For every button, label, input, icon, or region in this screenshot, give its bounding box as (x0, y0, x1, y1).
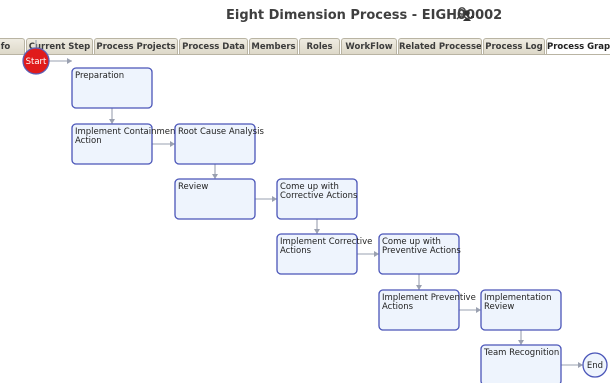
arrowhead-come-up-with-preventive-actions-to-implement-preventive-actions (416, 285, 422, 290)
tab-related-processes[interactable]: Related Processes (398, 38, 482, 55)
process-step-box (480, 344, 562, 383)
end-circle (582, 352, 608, 378)
process-step-box (480, 289, 562, 331)
process-step-label: Implement Corrective (280, 237, 372, 247)
process-step-label: Implement Containment (75, 127, 179, 137)
process-step-label: Actions (280, 246, 312, 256)
arrowhead-come-up-with-corrective-actions-to-implement-corrective-actions (314, 229, 320, 234)
tab-process-log[interactable]: Process Log (483, 38, 545, 55)
tab-process-graph[interactable]: Process Graph (546, 38, 610, 55)
process-step-label: Review (484, 302, 514, 312)
arrowhead-start-to-preparation (67, 58, 72, 64)
process-step-box (378, 289, 460, 331)
process-step-box (174, 178, 256, 220)
page-header: Eight Dimension Process - EIGH00002 (0, 0, 610, 34)
process-step-root-cause-analysis[interactable]: Root Cause Analysis (174, 123, 264, 165)
tab-roles[interactable]: Roles (299, 38, 340, 55)
process-step-box (174, 123, 256, 165)
start-label: Start (26, 57, 47, 67)
process-step-label: Root Cause Analysis (178, 127, 264, 137)
process-step-label: Team Recognition (483, 348, 559, 358)
start-circle (22, 47, 50, 75)
arrowhead-team-recognition-to-end (578, 362, 583, 368)
process-step-label: Action (75, 136, 102, 146)
tab-workflow[interactable]: WorkFlow (341, 38, 397, 55)
tab-bar: fo Current Step Process Projects Process… (0, 38, 610, 55)
process-step-box (71, 67, 153, 109)
process-step-team-recognition[interactable]: Team Recognition (480, 344, 562, 383)
process-step-box (276, 178, 358, 220)
process-step-label: Corrective Actions (280, 191, 358, 201)
end-node: End (582, 352, 608, 378)
process-step-label: Review (178, 182, 208, 192)
process-step-label: Preventive Actions (382, 246, 461, 256)
tab-members[interactable]: Members (249, 38, 298, 55)
process-step-label: Implementation (484, 293, 552, 303)
process-step-label: Come up with (280, 182, 339, 192)
start-node: Start (22, 47, 50, 75)
user-group-icon[interactable] (455, 6, 475, 22)
arrowhead-implementation-review-to-team-recognition (518, 340, 524, 345)
process-step-box (71, 123, 153, 165)
tab-info[interactable]: fo (0, 38, 25, 55)
process-step-box (276, 233, 358, 275)
tab-process-projects[interactable]: Process Projects (94, 38, 178, 55)
arrowhead-root-cause-analysis-to-review (212, 174, 218, 179)
process-step-label: Implement Preventive (382, 293, 476, 303)
process-step-preparation[interactable]: Preparation (71, 67, 153, 109)
process-step-box (378, 233, 460, 275)
arrowhead-preparation-to-implement-containment-action (109, 119, 115, 124)
page-title: Eight Dimension Process - EIGH00002 (226, 8, 503, 23)
arrowhead-implement-corrective-actions-to-come-up-with-preventive-actions (374, 251, 379, 257)
tab-divider (0, 54, 610, 55)
process-step-label: Preparation (75, 71, 124, 81)
tab-process-data[interactable]: Process Data (179, 38, 248, 55)
arrowhead-review-to-come-up-with-corrective-actions (272, 196, 277, 202)
end-label: End (587, 361, 603, 371)
process-step-label: Actions (382, 302, 414, 312)
process-step-label: Come up with (382, 237, 441, 247)
arrowhead-implement-preventive-actions-to-implementation-review (476, 307, 481, 313)
process-step-review[interactable]: Review (174, 178, 256, 220)
arrowhead-implement-containment-action-to-root-cause-analysis (170, 141, 175, 147)
